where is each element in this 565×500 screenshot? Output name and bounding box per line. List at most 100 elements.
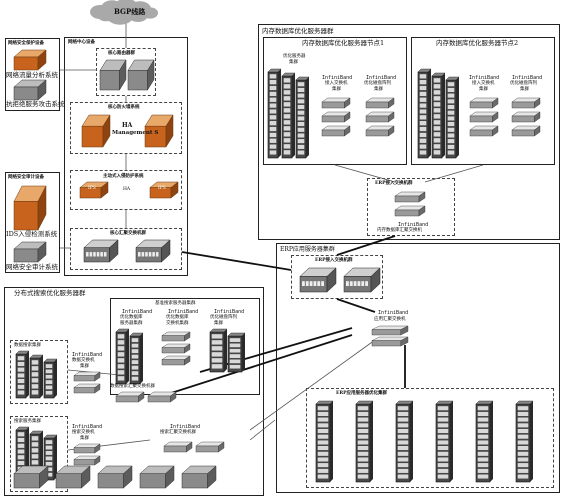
- node1-storage-2-icon: [365, 111, 395, 123]
- base-search-label: 基准搜索服务器集群: [155, 301, 196, 306]
- data-switch-label-1: 数据交换机: [72, 358, 95, 363]
- erp-title: ERP应用服务器集群: [280, 246, 335, 253]
- data-index-rack-1-icon: [15, 350, 30, 399]
- ids-label: IDS入侵检测系统: [6, 230, 58, 238]
- node1-rack-3-icon: [295, 76, 310, 159]
- search-switch-label-2: 集群: [80, 436, 89, 441]
- base-storage-rack-2-icon: [227, 332, 246, 373]
- mem-agg-label: 内存数据库汇聚交换机: [377, 228, 422, 233]
- traffic-analysis-label: 网络流量分析系统: [6, 71, 58, 79]
- node2-switch-1-icon: [469, 97, 499, 109]
- link-app-to-search: [249, 339, 376, 431]
- search-agg-label: 搜索汇聚交换机群: [160, 430, 196, 435]
- node2-storage-label-2: 集群: [520, 87, 529, 92]
- core-firewall-group: [70, 102, 182, 154]
- app-agg-switch-1-icon: [371, 325, 409, 336]
- intrusion-protection-label: 主动式入侵防护系统: [103, 174, 144, 179]
- erp-access-right-icon: [343, 267, 381, 293]
- base-server-label-1: 优化数据库: [120, 315, 143, 320]
- node2-rack-2-icon: [431, 72, 446, 159]
- audit-label: 网络安全审计系统: [6, 263, 58, 271]
- node1-switch-1-icon: [321, 97, 351, 109]
- erp-access-group: [291, 255, 383, 299]
- ha-label: HA: [122, 122, 133, 129]
- node2-title: 内存数据库优化服务器节点2: [436, 39, 519, 47]
- search-rack-3-icon: [43, 434, 58, 481]
- node2-ib-storage: InfiniBand: [512, 75, 543, 81]
- memory-db-title: 内存数据库优化服务器群: [262, 27, 334, 35]
- link-erp-to-memdb: [336, 235, 396, 256]
- node1-rack-2-icon: [281, 72, 296, 159]
- node2-storage-2-icon: [511, 111, 541, 123]
- audit-icon: [13, 241, 47, 263]
- base-switch-label-1: 优化数据库: [166, 315, 189, 320]
- node1-title: 内存数据库优化服务器节点1: [302, 39, 385, 47]
- data-index-group: [10, 340, 68, 404]
- erp-server-label: ERP应用服务器优化集群: [336, 391, 388, 396]
- node1-ib-storage: InfiniBand: [366, 75, 397, 81]
- base-switch-ib: InfiniBand: [168, 309, 199, 315]
- node1-storage-3-icon: [365, 125, 395, 137]
- link-core-to-erp: [181, 251, 292, 271]
- anti-dos-icon: [13, 79, 47, 101]
- node2-storage-3-icon: [511, 125, 541, 137]
- ha-small-label: HA: [123, 187, 131, 192]
- search-service-group: [10, 416, 68, 492]
- erp-server-rack-1-icon: [315, 400, 334, 483]
- data-switch-label-2: 集群: [80, 364, 89, 369]
- cloud-label: BGP线路: [114, 7, 146, 16]
- storage-array-2-icon: [55, 465, 91, 489]
- search-agg-switch-1-icon: [163, 441, 193, 453]
- distributed-title: 分布式搜索优化服务器群: [14, 289, 86, 297]
- data-agg-switch-1-icon: [115, 391, 145, 403]
- ids-icon: [13, 185, 47, 231]
- core-firewall-label: 核心防火墙系统: [108, 105, 140, 110]
- storage-array-1-icon: [13, 465, 49, 489]
- data-agg-label: 数据搜索汇聚交换机群: [110, 384, 155, 389]
- core-switch-label: 核心汇聚交换机群: [110, 231, 146, 236]
- base-switch-3-icon: [161, 355, 191, 366]
- node1-storage-label-1: 优化磁盘阵列: [364, 81, 391, 86]
- link-search-cluster: [249, 419, 276, 441]
- data-index-rack-3-icon: [43, 358, 58, 399]
- search-switch-label-1: 搜索交换机: [72, 430, 95, 435]
- ha-management-label: Management S: [112, 130, 159, 136]
- erp-access-left-icon: [299, 267, 337, 293]
- core-router-right-icon: [127, 59, 155, 91]
- node1-switch-label-1: 接入交换机: [325, 81, 348, 86]
- node1-switch-3-icon: [321, 125, 351, 137]
- node2-rack-3-icon: [445, 76, 460, 159]
- node2-rack-1-icon: [417, 68, 432, 159]
- intrusion-protection-group: [70, 170, 182, 210]
- network-center-title: 网络中心设备: [68, 40, 95, 45]
- search-agg-switch-2-icon: [195, 441, 225, 453]
- link-node1-to-agg: [334, 164, 396, 183]
- data-index-label: 数据搜索集群: [14, 343, 41, 348]
- traffic-analysis-icon: [13, 49, 47, 71]
- base-switch-2-icon: [161, 343, 191, 354]
- core-router-left-icon: [99, 59, 127, 91]
- node1-storage-label-2: 集群: [374, 87, 383, 92]
- erp-access-label: ERP接入交换机群: [315, 258, 353, 263]
- mem-agg-switch-1-icon: [394, 191, 426, 203]
- search-switch-2-icon: [73, 455, 101, 466]
- core-switch-left-icon: [83, 239, 119, 263]
- ips-left-label: IPS: [88, 186, 96, 191]
- mem-access-group: [367, 178, 455, 236]
- ips-left-icon: [79, 181, 109, 199]
- base-server-ib: InfiniBand: [122, 309, 153, 315]
- node2-storage-1-icon: [511, 97, 541, 109]
- app-agg-switch-2-icon: [371, 336, 409, 347]
- node1-switch-label-2: 集群: [332, 87, 341, 92]
- base-storage-label-1: 优化磁盘阵列: [210, 315, 237, 320]
- node1-rack-1-icon: [267, 68, 282, 159]
- node2-switch-3-icon: [469, 125, 499, 137]
- firewall-left-icon: [81, 114, 111, 148]
- node1-ib-switch-1: InfiniBand: [322, 75, 353, 81]
- search-switch-ib: InfiniBand: [72, 424, 103, 430]
- node1-switch-2-icon: [321, 111, 351, 123]
- base-server-rack-1-icon: [115, 328, 130, 385]
- storage-array-3-icon: [97, 465, 133, 489]
- bgp-cloud-icon: [90, 0, 158, 25]
- search-agg-ib: InfiniBand: [170, 424, 201, 430]
